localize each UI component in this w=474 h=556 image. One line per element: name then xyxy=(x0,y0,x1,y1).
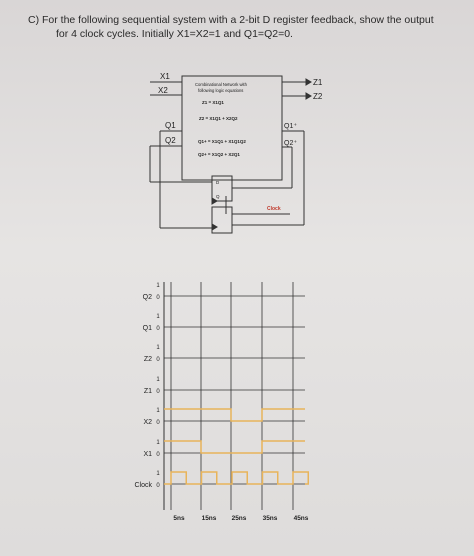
input-x2-label: X2 xyxy=(158,86,168,95)
equation-q2-next: Q2+ = X1Q2 + X2Q1 xyxy=(198,152,240,157)
question-text: C) For the following sequential system w… xyxy=(28,13,458,41)
time-label: 35ns xyxy=(263,515,278,522)
signal-label: Q1 xyxy=(143,325,152,332)
network-title-2: following logic equations xyxy=(198,88,243,93)
high-level-label: 1 xyxy=(156,440,160,446)
low-level-label: 0 xyxy=(156,326,160,332)
low-level-label: 0 xyxy=(156,389,160,395)
register-q2 xyxy=(211,175,233,202)
output-z1-label: Z1 xyxy=(313,78,323,87)
next-q2-label: Q2⁺ xyxy=(284,140,297,147)
time-label: 25ns xyxy=(232,515,247,522)
feedback-q1-label: Q1 xyxy=(165,121,176,130)
input-x1-label: X1 xyxy=(160,72,170,81)
signal-label: Z1 xyxy=(144,388,152,395)
low-level-label: 0 xyxy=(156,483,160,489)
signal-label: X1 xyxy=(143,451,152,458)
time-label: 5ns xyxy=(173,515,185,522)
equation-z1: Z1 = X1Q1 xyxy=(202,100,224,105)
question-line-1: C) For the following sequential system w… xyxy=(28,14,434,26)
low-level-label: 0 xyxy=(156,420,160,426)
feedback-q2-label: Q2 xyxy=(165,136,176,145)
network-title-1: Combinational Network with xyxy=(195,82,248,87)
high-level-label: 1 xyxy=(156,283,160,289)
equation-q1-next: Q1+ = X1Q1 + X1Q1Q2 xyxy=(198,139,246,144)
signal-label: Q2 xyxy=(143,294,152,301)
time-label: 15ns xyxy=(202,515,217,522)
x2-waveform xyxy=(164,408,305,422)
question-line-2: for 4 clock cycles. Initially X1=X2=1 an… xyxy=(56,28,293,40)
register-q-label: Q xyxy=(216,194,220,199)
low-level-label: 0 xyxy=(156,452,160,458)
signal-label: Clock xyxy=(134,482,152,489)
next-q1-label: Q1⁺ xyxy=(284,123,297,130)
high-level-label: 1 xyxy=(156,314,160,320)
register-q1 xyxy=(211,206,233,234)
equation-z2: Z2 = X1Q1 + X2Q2 xyxy=(199,116,238,121)
clock-waveform xyxy=(164,471,309,485)
signal-label: Z2 xyxy=(144,356,152,363)
output-z2-label: Z2 xyxy=(313,92,323,101)
time-label: 45ns xyxy=(294,515,309,522)
high-level-label: 1 xyxy=(156,408,160,414)
signal-label: X2 xyxy=(143,419,152,426)
low-level-label: 0 xyxy=(156,357,160,363)
high-level-label: 1 xyxy=(156,377,160,383)
clock-label-circuit: Clock xyxy=(267,206,281,212)
low-level-label: 0 xyxy=(156,295,160,301)
x1-waveform xyxy=(164,440,305,454)
high-level-label: 1 xyxy=(156,471,160,477)
register-d-label: D xyxy=(216,180,220,185)
high-level-label: 1 xyxy=(156,345,160,351)
circuit-diagram xyxy=(149,75,312,234)
